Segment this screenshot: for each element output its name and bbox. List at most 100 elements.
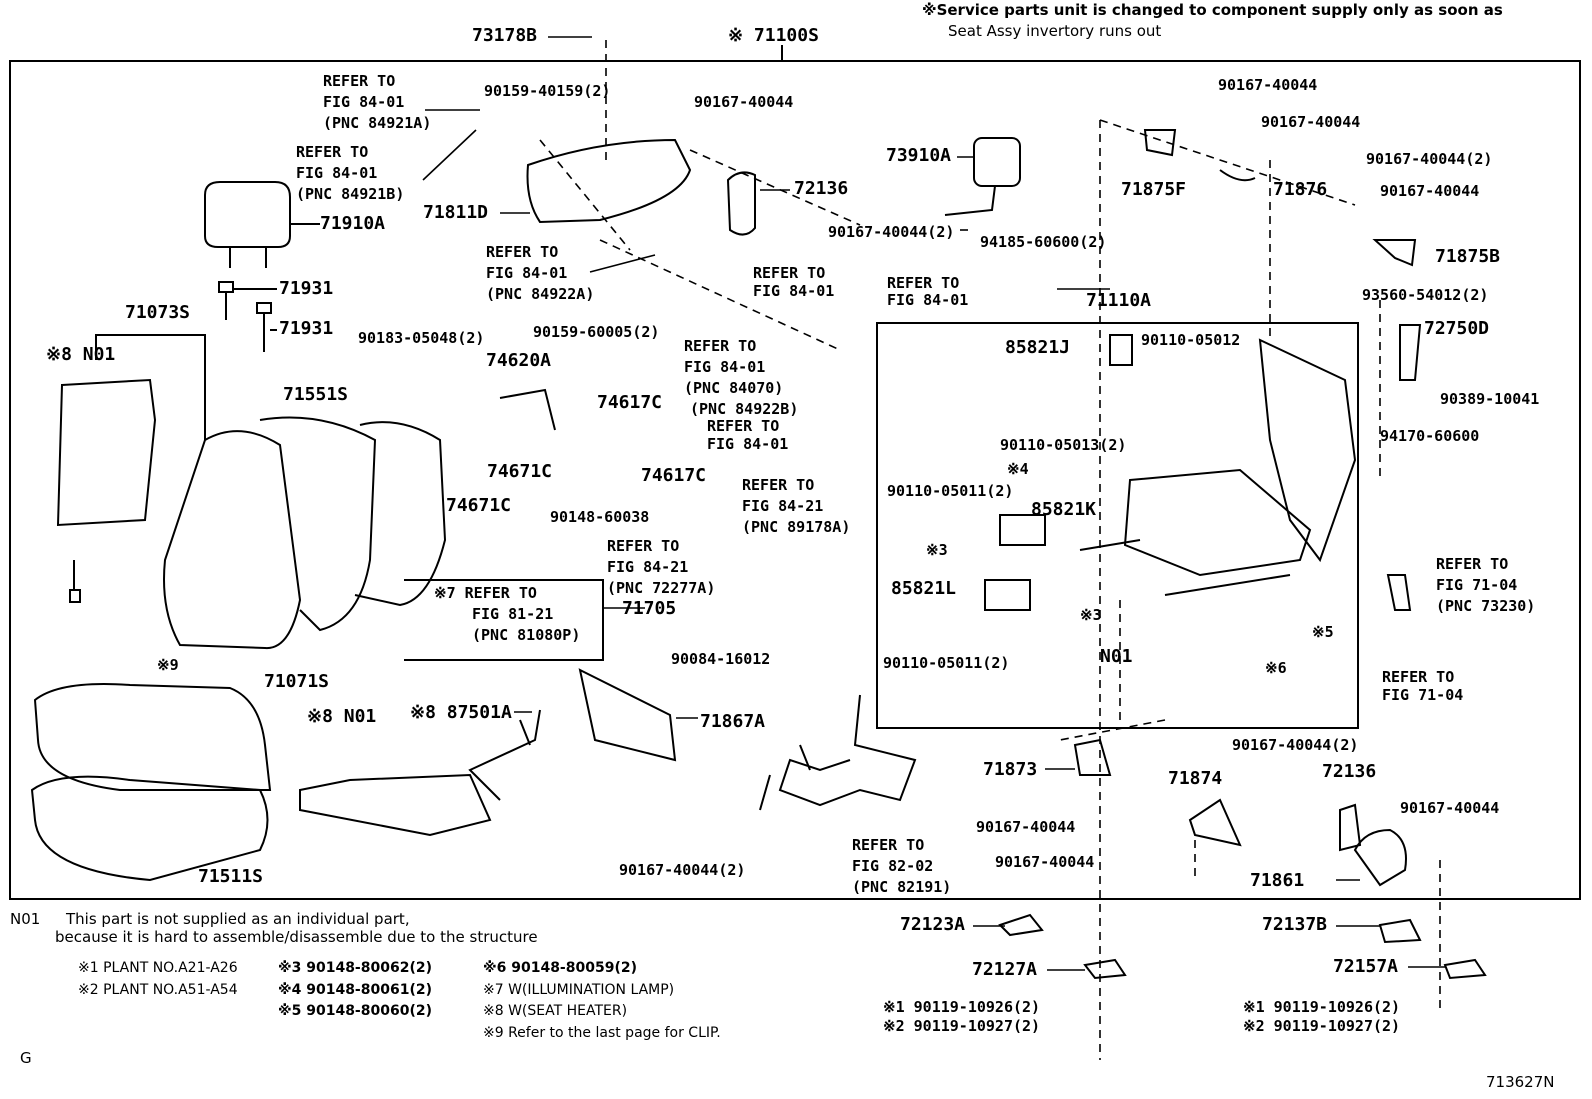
seat-frame-part [1079, 338, 1357, 596]
callout: 71071S [264, 671, 330, 692]
motor-85821j [1109, 334, 1133, 366]
heater-pad-cushion [299, 773, 492, 837]
callout: 90167-40044 [1400, 799, 1500, 817]
header-note-line2: Seat Assy invertory runs out [948, 22, 1162, 40]
callout: 90159-40159(2) [484, 82, 611, 100]
callout: 90167-40044 [976, 818, 1076, 836]
callout: (PNC 72277A) [607, 579, 716, 597]
part-71874 [1188, 798, 1242, 847]
callout: 85821J [1005, 337, 1071, 358]
callout: 71873 [983, 759, 1038, 780]
callout: REFER TO [1382, 668, 1455, 686]
callout: (PNC 81080P) [472, 626, 581, 644]
callout: REFER TO [684, 337, 757, 355]
callout: FIG 71-04 [1436, 576, 1518, 594]
bracket-71073s [95, 334, 206, 440]
callout: ※7 REFER TO [434, 584, 537, 602]
callout: FIG 71-04 [1382, 686, 1464, 704]
callout: 90167-40044 [694, 93, 794, 111]
callout: 71867A [700, 711, 766, 732]
callout: FIG 84-01 [486, 264, 568, 282]
part-73230 [1386, 574, 1412, 611]
cushion-cover [33, 683, 272, 791]
corner-mark: G [20, 1049, 32, 1067]
callout: ※2 90119-10927(2) [883, 1017, 1041, 1035]
callout: ※6 [1265, 659, 1287, 677]
callout: 90148-60038 [550, 508, 650, 526]
part-72123a [998, 913, 1044, 937]
handle-74620a [499, 388, 556, 431]
callout: (PNC 84922B) [690, 400, 799, 418]
callout: 90167-40044(2) [1366, 150, 1493, 168]
seat-frame-box [876, 322, 1359, 729]
callout: 90183-05048(2) [358, 329, 485, 347]
seatback-board [354, 421, 447, 607]
callout: 71875F [1121, 179, 1187, 200]
callout: 71705 [622, 598, 677, 619]
callout: 94185-60600(2) [980, 233, 1107, 251]
callout: 72136 [1322, 761, 1377, 782]
callout: 72157A [1333, 956, 1399, 977]
knob-72136-lower [1339, 803, 1362, 852]
callout: 90389-10041 [1440, 390, 1540, 408]
bracket-71875f [1143, 129, 1177, 157]
callout: ※1 90119-10926(2) [883, 998, 1041, 1016]
callout: REFER TO [296, 143, 369, 161]
wire-harness [759, 694, 917, 811]
callout: ※8 87501A [410, 702, 512, 723]
cover-71867a [578, 668, 677, 762]
callout: (PNC 84921B) [296, 185, 405, 203]
callout: 94170-60600 [1380, 427, 1480, 445]
legend-item: ※2 PLANT NO.A51-A54 [78, 982, 238, 998]
callout: (PNC 84921A) [323, 114, 432, 132]
diagram-frame [9, 60, 1581, 900]
callout: FIG 84-01 [753, 282, 835, 300]
harness-87501a [468, 709, 541, 801]
callout: 85821K [1031, 499, 1097, 520]
callout: REFER TO [742, 476, 815, 494]
bracket-71875b [1372, 239, 1417, 267]
callout: 93560-54012(2) [1362, 286, 1489, 304]
callout: ※1 90119-10926(2) [1243, 998, 1401, 1016]
callout: 90167-40044 [995, 853, 1095, 871]
part-73910a [973, 137, 1021, 187]
callout: FIG 84-01 [707, 435, 789, 453]
callout: 71876 [1273, 179, 1328, 200]
headrest-guides [218, 281, 277, 352]
figure-number: 713627N [1486, 1073, 1555, 1091]
callout: 90110-05011(2) [883, 654, 1010, 672]
callout: ※8 N01 [46, 344, 116, 365]
shield-71811d [526, 138, 692, 224]
callout: 90167-40044(2) [828, 223, 955, 241]
callout: ※8 N01 [307, 706, 377, 727]
callout: FIG 84-01 [684, 358, 766, 376]
callout: (PNC 84922A) [486, 285, 595, 303]
callout: FIG 84-21 [607, 558, 689, 576]
legend-item: ※8 W(SEAT HEATER) [483, 1003, 628, 1019]
footnote-n01-code: N01 [10, 910, 41, 928]
bracket-71876 [1219, 169, 1256, 182]
callout: N01 [1100, 646, 1133, 667]
callout: ※9 [157, 656, 179, 674]
callout: 71811D [423, 202, 489, 223]
callout: 85821L [891, 578, 957, 599]
callout: 74617C [597, 392, 663, 413]
callout: 73910A [886, 145, 952, 166]
callout: 90110-05011(2) [887, 482, 1014, 500]
headrest-part [204, 181, 320, 268]
callout: REFER TO [607, 537, 680, 555]
header-note-line1: ※Service parts unit is changed to compon… [922, 1, 1503, 19]
callout: 90110-05012 [1141, 331, 1241, 349]
motor-85821l [984, 579, 1031, 611]
callout: REFER TO [1436, 555, 1509, 573]
callout: 72750D [1424, 318, 1490, 339]
callout: 72127A [972, 959, 1038, 980]
callout: REFER TO [852, 836, 925, 854]
callout: 71511S [198, 866, 264, 887]
seatback-cover [163, 430, 302, 650]
callout: REFER TO [887, 274, 960, 292]
part-72750d [1399, 324, 1422, 381]
callout: 71861 [1250, 870, 1305, 891]
callout: (PNC 82191) [852, 878, 952, 896]
